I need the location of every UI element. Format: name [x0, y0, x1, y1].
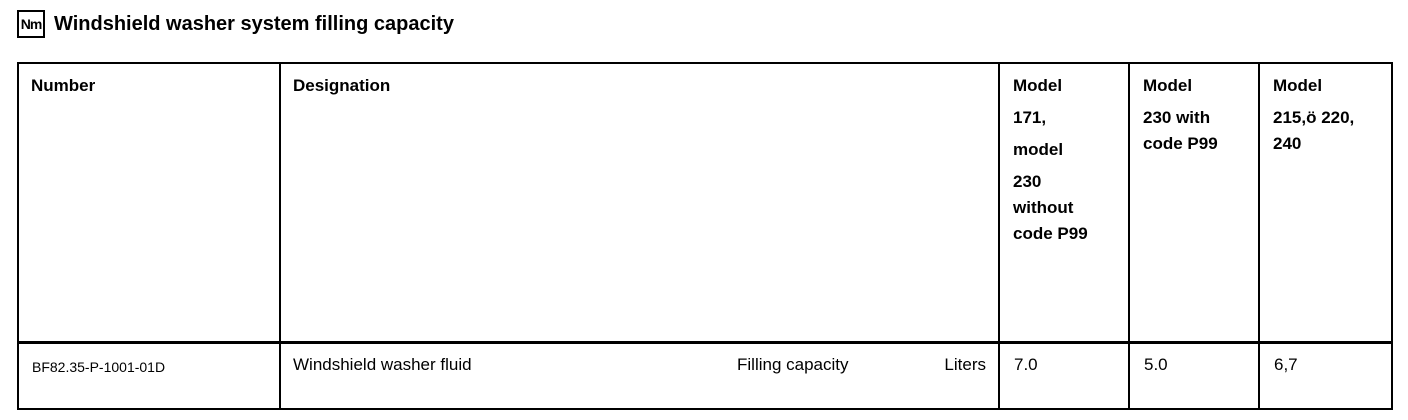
- document-page: Nm Windshield washer system filling capa…: [0, 0, 1408, 410]
- header-line: 171,: [1013, 108, 1047, 127]
- header-line: Model: [1013, 76, 1063, 95]
- cell-document-number: BF82.35-P-1001-01D: [19, 341, 279, 408]
- column-header-model-171-230-without-code-p99: Model 171, model 230 without code P99: [998, 64, 1128, 341]
- filling-capacity-table: Number Designation Model 171, model 230 …: [17, 62, 1393, 410]
- header-line: Model: [1143, 76, 1193, 95]
- cell-designation: Windshield washer fluid Filling capacity…: [279, 341, 998, 408]
- cell-value-model-215-220-240: 6,7: [1258, 341, 1391, 408]
- column-header-model-230-with-code-p99: Model 230 with code P99: [1128, 64, 1258, 341]
- header-line: Model: [1273, 76, 1323, 95]
- column-header-number: Number: [31, 76, 96, 95]
- designation-text: Windshield washer fluid: [293, 355, 472, 374]
- document-title-row: Nm Windshield washer system filling capa…: [0, 0, 1408, 38]
- nm-torque-icon: Nm: [17, 10, 45, 38]
- column-header-designation: Designation: [279, 64, 998, 341]
- cell-value-model-230-with-code-p99: 5.0: [1128, 341, 1258, 408]
- unit-text: Liters: [944, 355, 986, 374]
- header-line: 230 without code P99: [1013, 172, 1088, 243]
- column-header-model-215-220-240: Model 215,ö 220, 240: [1258, 64, 1391, 341]
- cell-value-model-171-230-without-code-p99: 7.0: [998, 341, 1128, 408]
- header-line: 230 with code P99: [1143, 108, 1218, 153]
- header-line: 215,ö 220, 240: [1273, 108, 1355, 153]
- qualifier-text: Filling capacity: [737, 355, 849, 374]
- header-line: model: [1013, 140, 1064, 159]
- page-title: Windshield washer system filling capacit…: [54, 12, 454, 35]
